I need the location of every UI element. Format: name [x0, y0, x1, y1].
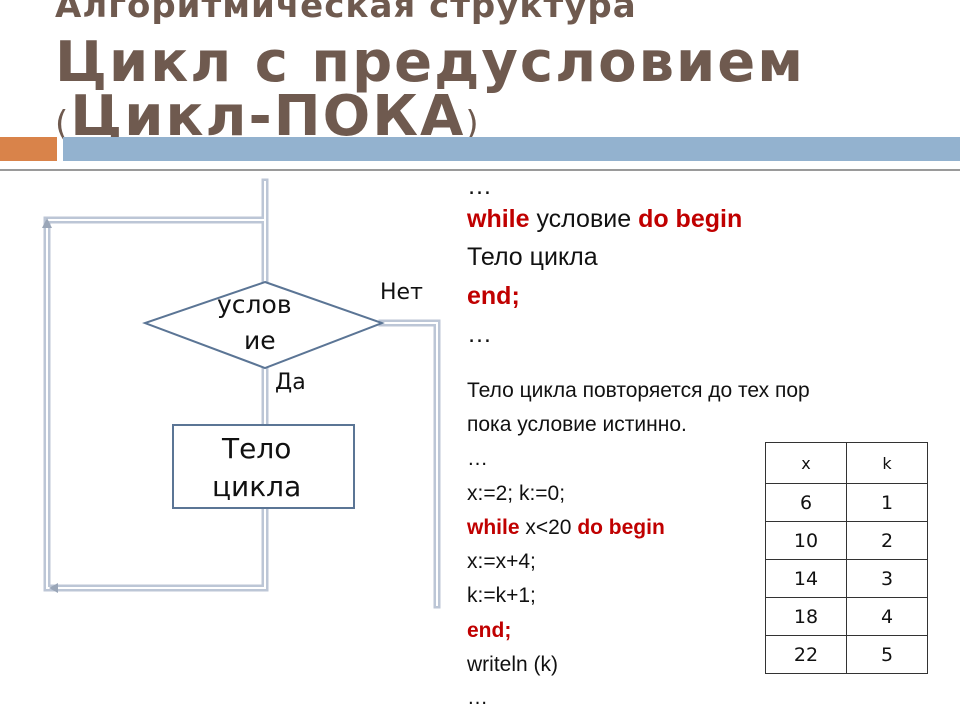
condition-label-2: ие: [244, 326, 276, 355]
example-ellipsis-bottom: …: [467, 686, 488, 709]
code-end-line: end;: [467, 282, 520, 311]
cell-k: 5: [846, 635, 928, 674]
cell-x: 10: [765, 521, 847, 560]
example-writeln: writeln (k): [467, 653, 559, 676]
header-cell-x: x: [765, 442, 847, 484]
cell-k: 2: [846, 521, 928, 560]
no-branch-label: Нет: [380, 280, 423, 305]
code-body-line: Тело цикла: [467, 243, 598, 271]
title-line-2: Цикл с предусловием: [55, 30, 806, 95]
trace-table: x k 6 1 10 2 14 3 18 4 22 5: [765, 442, 928, 674]
example-end-keyword: end;: [467, 619, 512, 642]
example-ellipsis-top: …: [467, 447, 488, 470]
cell-k: 4: [846, 597, 928, 636]
table-row: 6 1: [765, 483, 928, 522]
description-line-2: пока условие истинно.: [467, 413, 687, 436]
arrow-head-up: [42, 218, 52, 228]
flow-lines-shadow: [43, 178, 441, 609]
code-ellipsis-top: …: [467, 172, 492, 200]
example-init: x:=2; k:=0;: [467, 482, 566, 505]
divider-line: [0, 169, 960, 171]
while-condition: условие: [529, 205, 639, 233]
end-keyword: end;: [467, 282, 520, 310]
body-label-1: Тело: [222, 432, 292, 465]
code-while-line: while условие do begin: [467, 205, 742, 234]
example-stmt-2: k:=k+1;: [467, 584, 536, 607]
cell-k: 1: [846, 483, 928, 522]
while-keyword: while: [467, 205, 530, 233]
body-label-2: цикла: [212, 470, 302, 503]
title-open-paren: (: [55, 104, 71, 144]
cell-x: 6: [765, 483, 847, 522]
title-line-1: Алгоритмическая структура: [55, 0, 637, 26]
description-line-1: Тело цикла повторяется до тех пор: [467, 379, 810, 402]
title-close-paren: ): [465, 104, 481, 144]
example-condition: x<20: [519, 516, 578, 539]
accent-bar-blue: [63, 137, 960, 161]
arrow-head-left: [49, 583, 58, 593]
example-end-line: end;: [467, 619, 511, 643]
loop-body-box: [172, 424, 355, 509]
table-row: 18 4: [765, 597, 928, 636]
cell-k: 3: [846, 559, 928, 598]
code-ellipsis-bottom: …: [467, 320, 492, 348]
example-while-keyword: while: [467, 516, 520, 539]
header-cell-k: k: [846, 442, 928, 484]
yes-branch-label: Да: [275, 370, 306, 395]
do-begin-keyword: do begin: [638, 205, 743, 233]
example-while-line: while x<20 do begin: [467, 516, 665, 540]
condition-label-1: услов: [217, 290, 292, 319]
table-row: 10 2: [765, 521, 928, 560]
example-do-begin-keyword: do begin: [577, 516, 665, 539]
table-header-row: x k: [765, 442, 928, 484]
cell-x: 18: [765, 597, 847, 636]
condition-diamond: [142, 280, 385, 370]
accent-bar-orange: [0, 137, 57, 161]
cell-x: 22: [765, 635, 847, 674]
table-row: 22 5: [765, 635, 928, 674]
flow-lines: [46, 181, 438, 606]
example-stmt-1: x:=x+4;: [467, 550, 536, 573]
table-row: 14 3: [765, 559, 928, 598]
cell-x: 14: [765, 559, 847, 598]
